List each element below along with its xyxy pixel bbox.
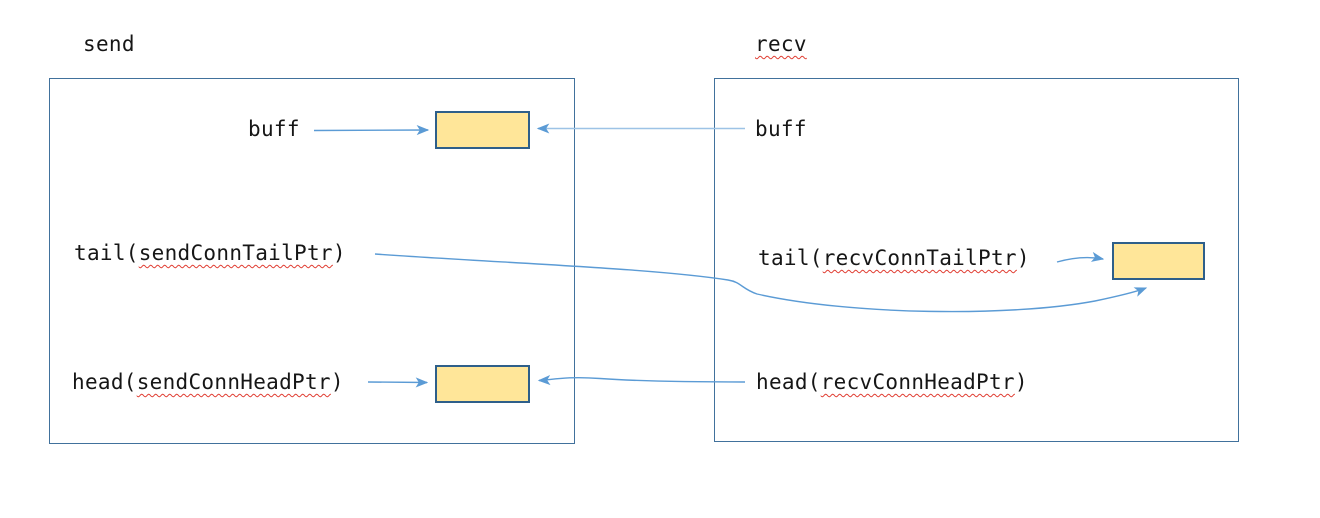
recv-buff-label: buff [755,117,807,141]
recv-tail-label: tail(recvConnTailPtr) [758,245,1030,271]
send-head-label: head(sendConnHeadPtr) [72,369,344,395]
send-box-title: send [83,32,135,56]
send-buff-label: buff [248,117,300,141]
recv-tail-label-prefix: tail( [758,246,823,270]
send-tail-label-prefix: tail( [74,241,139,265]
recv-head-label-prefix: head( [756,370,821,394]
send-head-label-suffix: ) [330,370,344,394]
recv-tail-label-word: recvConnTailPtr [822,246,1017,270]
recv-head-label-suffix: ) [1014,370,1028,394]
recv-tail-cell [1112,242,1205,280]
recv-box-title: recv [755,32,807,56]
recv-head-label-word: recvConnHeadPtr [820,370,1015,394]
recv-head-label: head(recvConnHeadPtr) [756,369,1028,395]
send-tail-label-suffix: ) [332,241,346,265]
send-buff-cell [435,111,530,149]
send-head-label-word: sendConnHeadPtr [136,370,331,394]
send-head-label-prefix: head( [72,370,137,394]
recv-tail-label-suffix: ) [1016,246,1030,270]
send-tail-label: tail(sendConnTailPtr) [74,240,346,266]
send-head-cell [435,365,530,403]
send-tail-label-word: sendConnTailPtr [138,241,333,265]
